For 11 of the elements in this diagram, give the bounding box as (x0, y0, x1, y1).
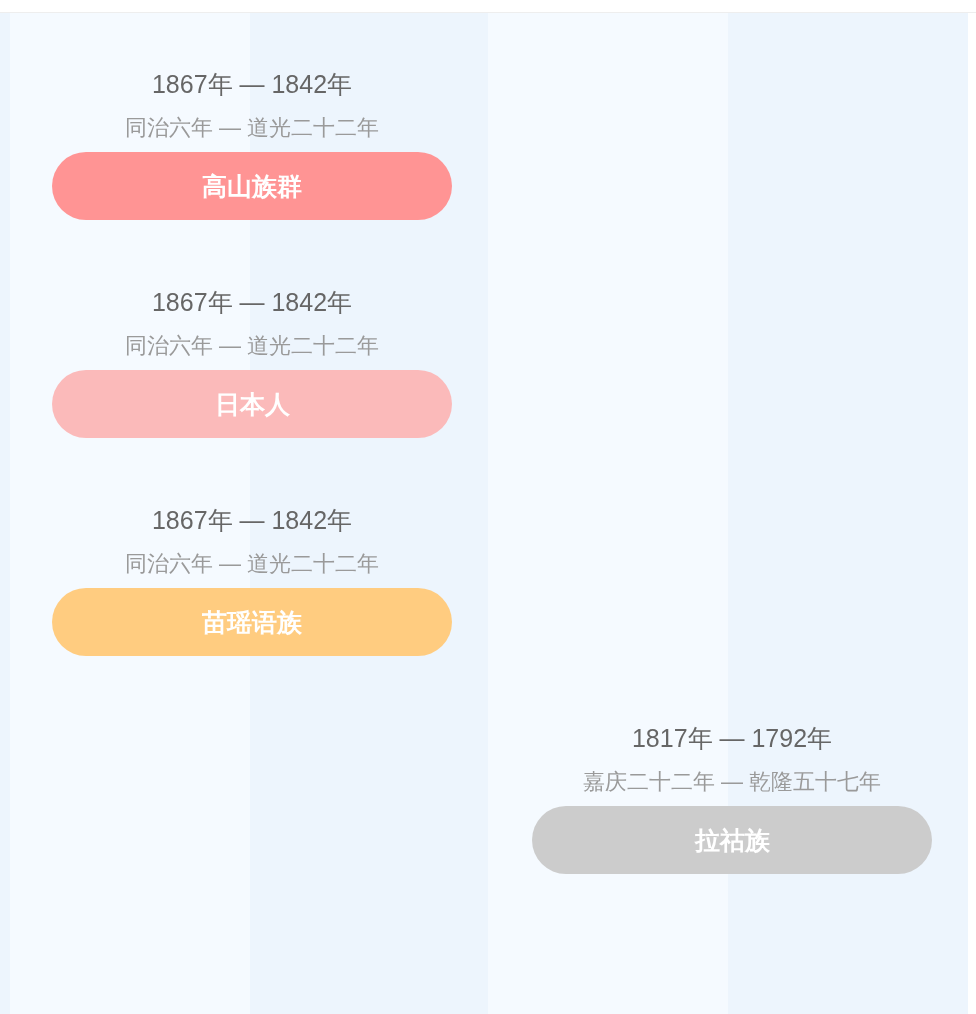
year-range: 1817年 — 1792年 (630, 723, 834, 753)
period-pill: 苗瑶语族 (52, 588, 452, 656)
year-range: 1867年 — 1842年 (150, 505, 354, 535)
reign-range: 嘉庆二十二年 — 乾隆五十七年 (581, 769, 883, 795)
reign-range: 同治六年 — 道光二十二年 (123, 115, 381, 141)
reign-range: 同治六年 — 道光二十二年 (123, 333, 381, 359)
period-pill: 高山族群 (52, 152, 452, 220)
year-range: 1867年 — 1842年 (150, 287, 354, 317)
year-range: 1867年 — 1842年 (150, 69, 354, 99)
period-pill: 日本人 (52, 370, 452, 438)
reign-range: 同治六年 — 道光二十二年 (123, 551, 381, 577)
